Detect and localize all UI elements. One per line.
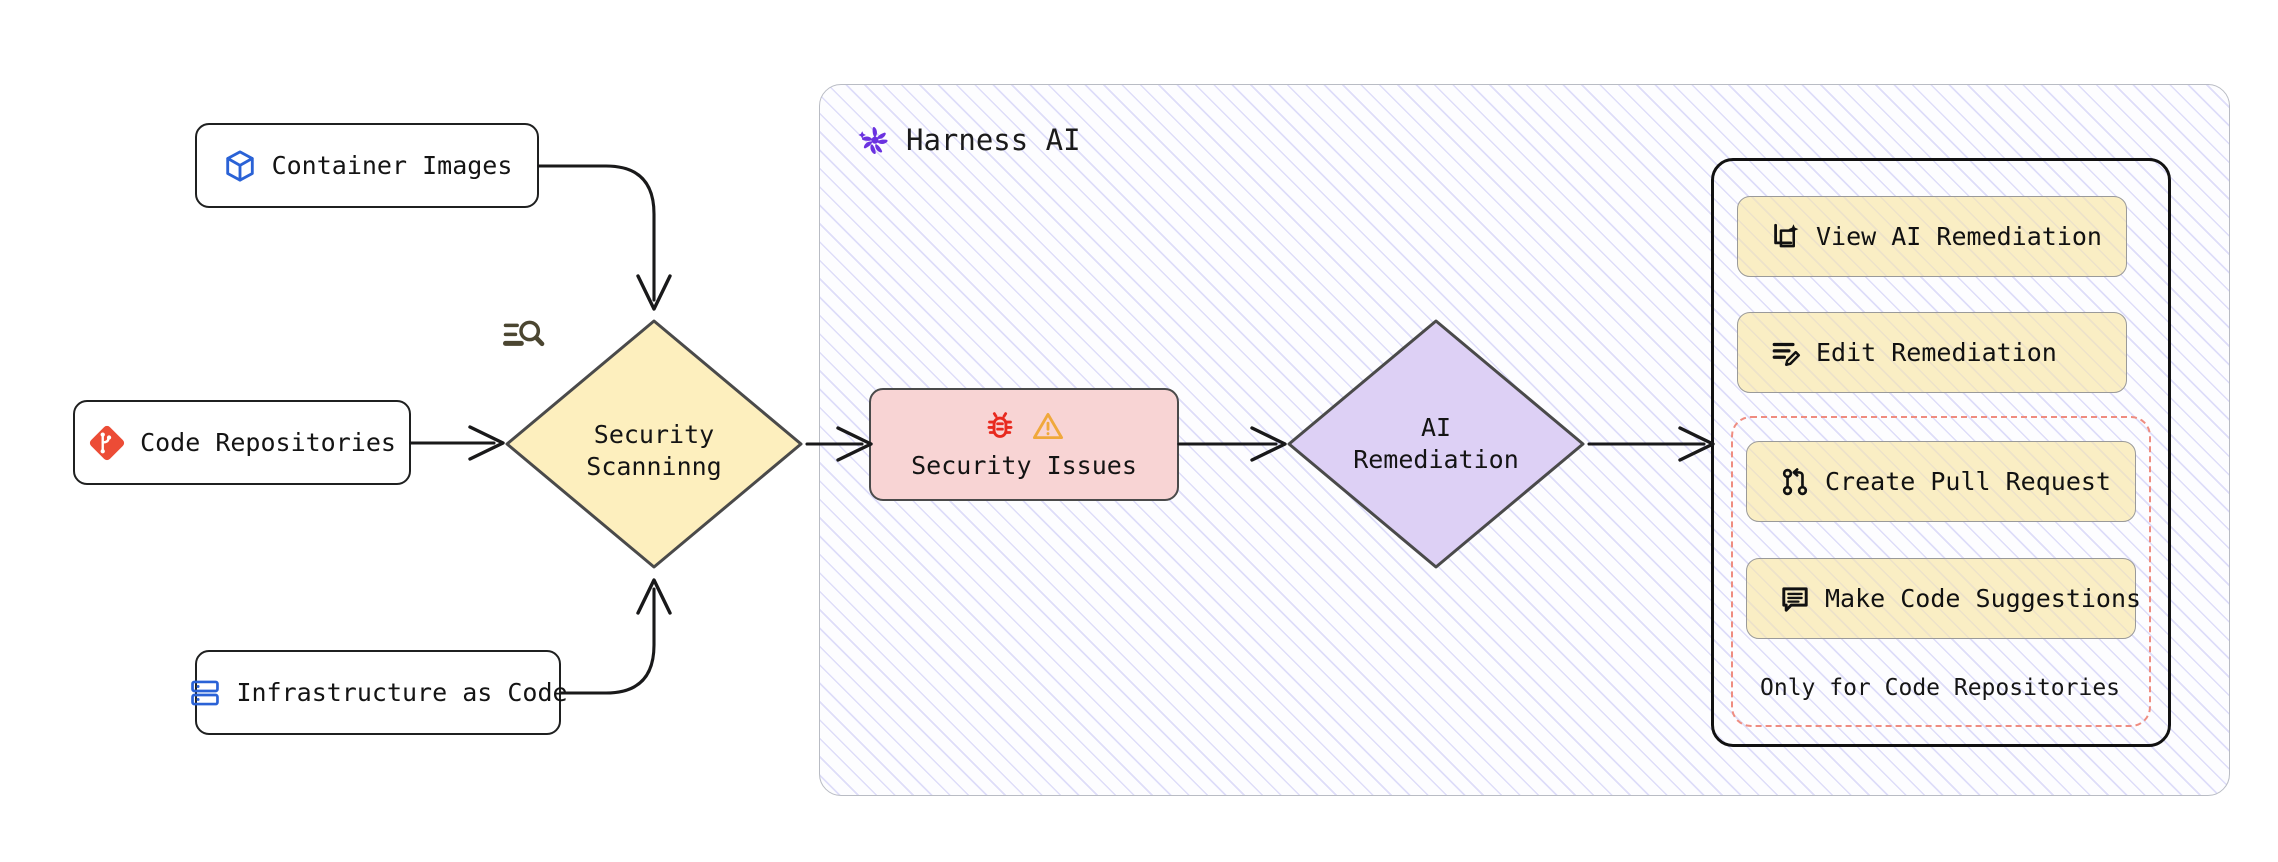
edge-code-repositories-to-scan (409, 425, 505, 461)
cube-icon (222, 148, 258, 184)
action-make-code-suggestions[interactable]: Make Code Suggestions (1746, 558, 2141, 639)
harness-ai-label: Harness AI (906, 122, 1081, 157)
action-label: View AI Remediation (1816, 222, 2102, 251)
node-infrastructure-as-code[interactable]: Infrastructure as Code (191, 650, 568, 735)
edge-iac-to-scan (559, 578, 672, 695)
security-issues-label: Security Issues (911, 451, 1137, 480)
list-pencil-icon (1770, 337, 1802, 369)
server-icon (188, 676, 222, 710)
node-ai-remediation[interactable]: AI Remediation (1283, 315, 1589, 573)
node-container-images[interactable]: Container Images (195, 123, 539, 208)
edge-container-images-to-scan (537, 164, 672, 311)
code-repositories-only-note: Only for Code Repositories (1760, 675, 2121, 701)
action-view-ai-remediation[interactable]: View AI Remediation (1737, 196, 2127, 277)
action-label: Make Code Suggestions (1825, 584, 2142, 613)
node-security-issues[interactable]: Security Issues (869, 388, 1179, 501)
action-edit-remediation[interactable]: Edit Remediation (1737, 312, 2127, 393)
git-icon (88, 424, 126, 462)
ai-sparkle-copy-icon (1770, 221, 1802, 253)
action-label: Create Pull Request (1825, 467, 2111, 496)
node-code-repositories[interactable]: Code Repositories (73, 400, 411, 485)
bug-icon (983, 409, 1017, 443)
code-repositories-only-group (1731, 416, 2151, 727)
harness-ai-title: Harness AI (857, 122, 1081, 158)
warning-triangle-icon (1031, 409, 1065, 443)
security-issue-icons (983, 409, 1065, 443)
git-pull-request-icon (1779, 466, 1811, 498)
comment-lines-icon (1779, 583, 1811, 615)
action-create-pull-request[interactable]: Create Pull Request (1746, 441, 2136, 522)
node-security-scanning[interactable]: Security Scanninng (501, 315, 807, 573)
node-label: Container Images (271, 151, 513, 180)
harness-pinwheel-icon (857, 122, 893, 158)
node-label: Infrastructure as Code (236, 678, 568, 707)
node-label: Code Repositories (140, 428, 396, 457)
action-label: Edit Remediation (1816, 338, 2057, 367)
